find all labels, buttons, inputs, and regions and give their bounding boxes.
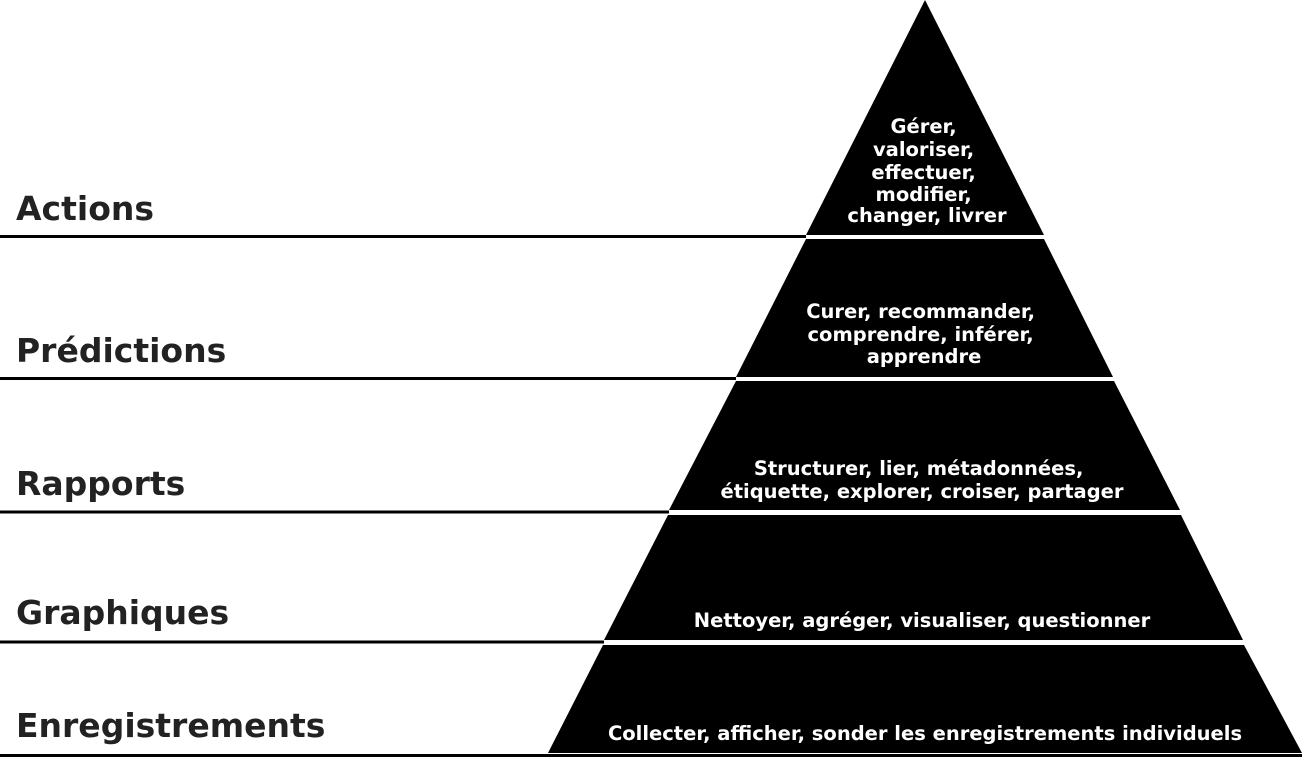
level-label-graphiques: Graphiques <box>16 593 229 632</box>
tier-shape-enregistrements <box>548 645 1302 753</box>
tier-text-line: modifier, <box>876 183 972 206</box>
tier-text-line: Structurer, lier, métadonnées, <box>754 457 1084 480</box>
pyramid-tier-rapports: Rapports Structurer, lier, métadonnées, … <box>0 381 1180 514</box>
tier-text-line: changer, livrer <box>847 204 1007 227</box>
pyramid-tier-enregistrements: Enregistrements Collecter, afficher, son… <box>0 645 1302 757</box>
tier-text-line: Nettoyer, agréger, visualiser, questionn… <box>694 609 1151 632</box>
svg-text:Nettoyer, agréger, visualiser,: Nettoyer, agréger, visualiser, questionn… <box>694 609 1151 632</box>
level-label-enregistrements: Enregistrements <box>16 706 325 745</box>
svg-text:Structurer, lier, métadonnées,: Structurer, lier, métadonnées, étiquette… <box>720 457 1123 503</box>
tier-text-line: effectuer, <box>871 161 975 184</box>
tier-text-line: valoriser, <box>873 138 974 161</box>
tier-text-line: étiquette, explorer, croiser, partager <box>720 480 1123 503</box>
tier-text-line: Gérer, <box>890 115 956 138</box>
svg-text:Curer, recommander, comp: Curer, recommander, comprendre, inférer,… <box>806 300 1042 368</box>
tier-shape-rapports <box>669 381 1180 510</box>
level-label-actions: Actions <box>16 189 154 228</box>
tier-shape-actions <box>806 0 1044 235</box>
pyramid-tier-predictions: Prédictions Curer, recommander, comprend… <box>0 239 1113 380</box>
tier-text-line: comprendre, inférer, <box>807 323 1033 346</box>
svg-text:Gérer, valoriser,: Gérer, valoriser, effectuer, modifier, c… <box>847 115 1007 227</box>
tier-shape-predictions <box>736 239 1113 377</box>
level-label-predictions: Prédictions <box>16 331 226 370</box>
level-label-rapports: Rapports <box>16 464 185 503</box>
pyramid-tier-graphiques: Graphiques Nettoyer, agréger, visualiser… <box>0 515 1243 644</box>
svg-text:Collecter, afficher, sonder le: Collecter, afficher, sonder les enregist… <box>608 722 1242 745</box>
tier-text-line: Collecter, afficher, sonder les enregist… <box>608 722 1242 745</box>
tier-shape-graphiques <box>604 515 1243 640</box>
tier-text-line: Curer, recommander, <box>806 300 1035 323</box>
tier-text-line: apprendre <box>867 345 982 368</box>
pyramid-tier-actions: Actions Gérer, valoriser, effectuer, mod… <box>0 0 1044 238</box>
